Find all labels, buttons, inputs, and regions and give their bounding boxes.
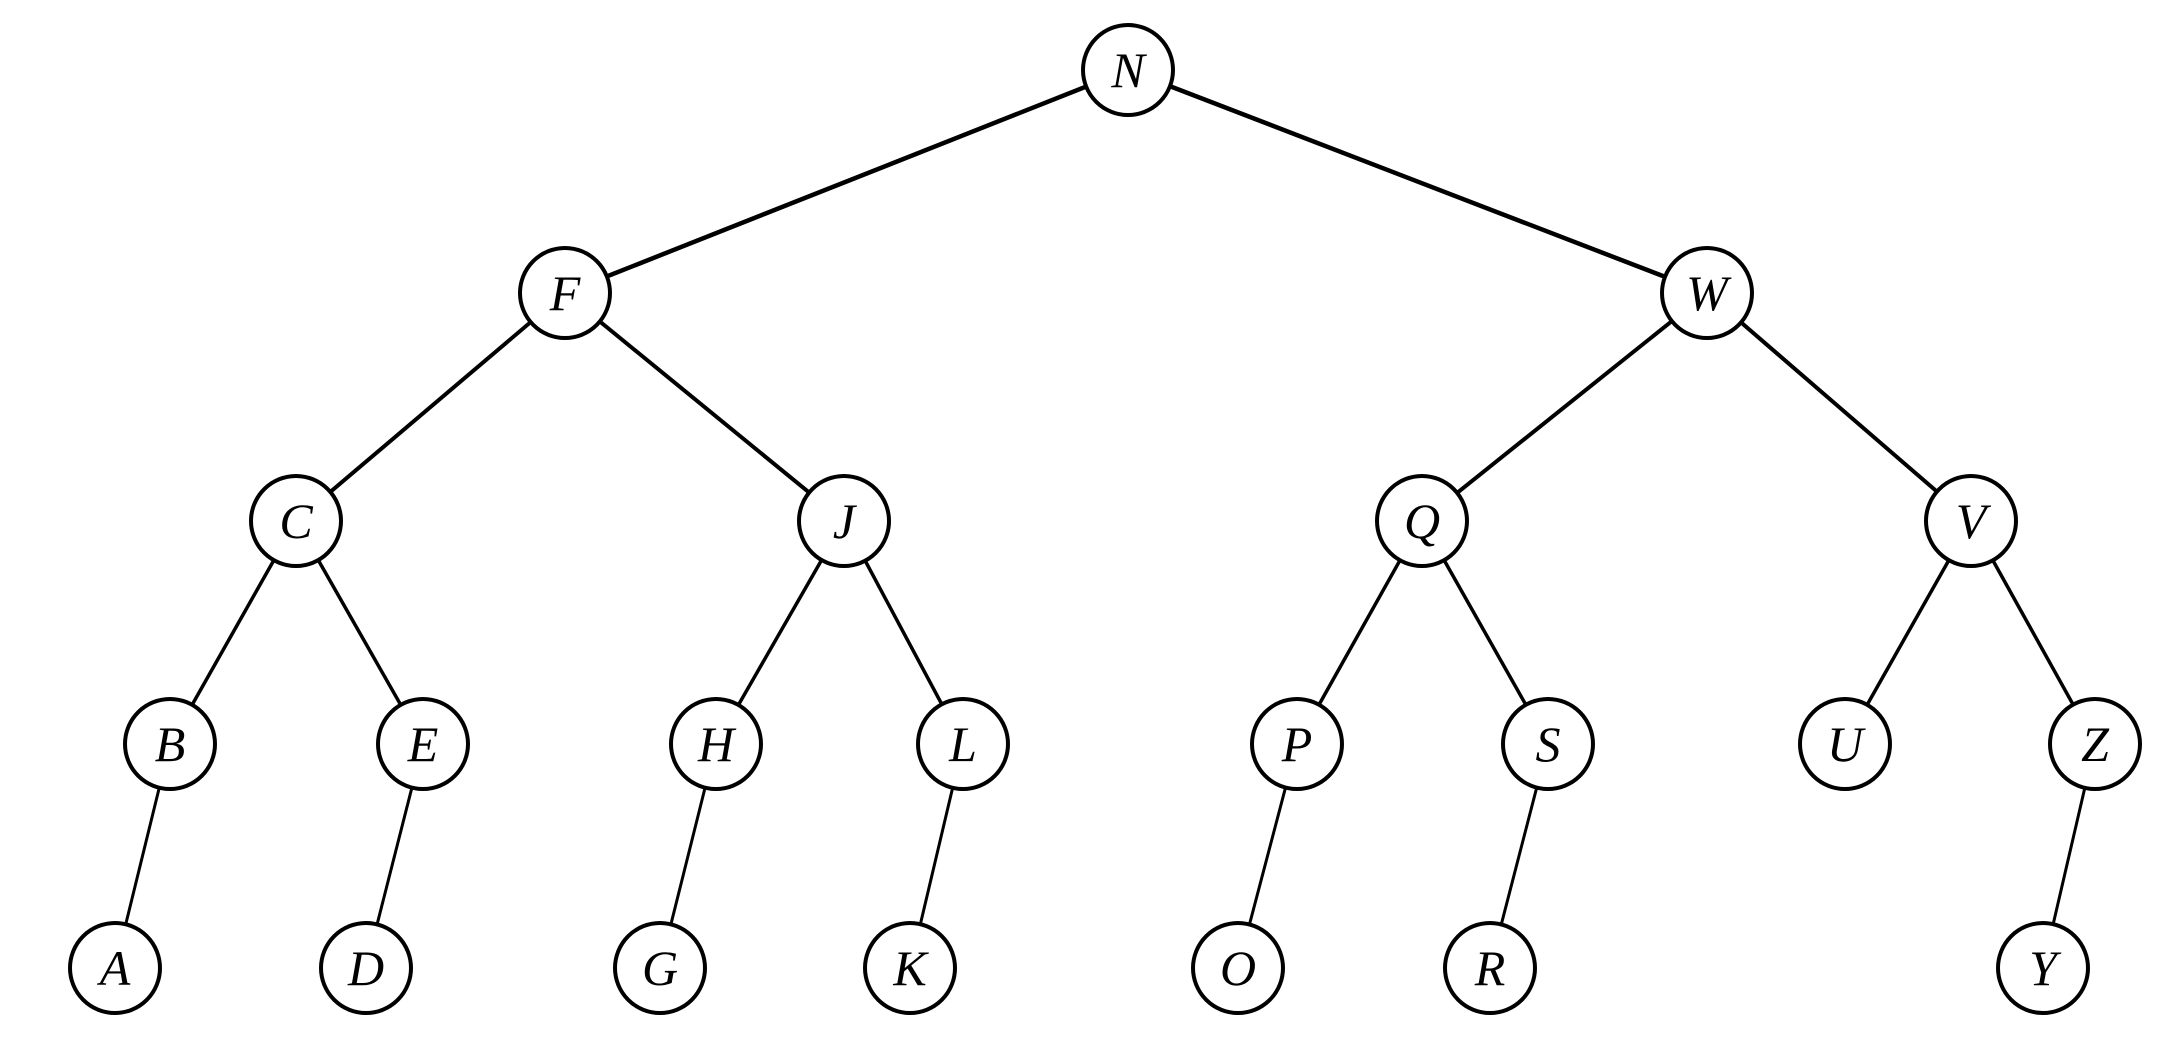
node-label-G: G bbox=[642, 940, 678, 996]
edges-layer bbox=[113, 67, 2097, 969]
node-label-O: O bbox=[1220, 940, 1256, 996]
tree-node-Y: Y bbox=[1996, 921, 2090, 1015]
node-circle-O bbox=[1191, 921, 1285, 1015]
node-circle-J bbox=[797, 474, 891, 568]
tree-node-U: U bbox=[1798, 697, 1892, 791]
node-label-U: U bbox=[1827, 716, 1866, 772]
node-circle-N bbox=[1081, 23, 1175, 117]
node-circle-G bbox=[613, 921, 707, 1015]
node-label-A: A bbox=[97, 940, 131, 996]
tree-node-J: J bbox=[797, 474, 891, 568]
node-circle-E bbox=[376, 697, 470, 791]
tree-node-Q: Q bbox=[1375, 474, 1469, 568]
node-circle-W bbox=[1660, 246, 1754, 340]
node-circle-D bbox=[319, 921, 413, 1015]
node-label-V: V bbox=[1956, 493, 1992, 549]
nodes-layer: N F W C J Q V B E H L P S U Z A D G K O R Y bbox=[68, 23, 2142, 1015]
node-label-N: N bbox=[1110, 42, 1147, 98]
node-label-K: K bbox=[892, 940, 929, 996]
node-label-H: H bbox=[697, 716, 737, 772]
node-circle-V bbox=[1924, 474, 2018, 568]
tree-node-A: A bbox=[68, 921, 162, 1015]
tree-edge-N-W bbox=[1127, 67, 1708, 296]
tree-node-C: C bbox=[249, 474, 343, 568]
node-circle-U bbox=[1798, 697, 1892, 791]
tree-node-O: O bbox=[1191, 921, 1285, 1015]
tree-edge-W-Q bbox=[1420, 291, 1709, 523]
tree-node-B: B bbox=[123, 697, 217, 791]
tree-edge-F-C bbox=[294, 291, 567, 523]
node-label-B: B bbox=[155, 716, 186, 772]
node-label-D: D bbox=[347, 940, 384, 996]
node-label-J: J bbox=[833, 493, 858, 549]
node-label-C: C bbox=[279, 493, 313, 549]
tree-node-K: K bbox=[863, 921, 957, 1015]
tree-node-L: L bbox=[916, 697, 1010, 791]
node-circle-S bbox=[1501, 697, 1595, 791]
node-label-L: L bbox=[948, 716, 977, 772]
node-circle-C bbox=[249, 474, 343, 568]
tree-edge-W-V bbox=[1705, 291, 1973, 523]
node-label-P: P bbox=[1281, 716, 1313, 772]
node-label-F: F bbox=[549, 265, 581, 321]
node-label-Q: Q bbox=[1404, 493, 1440, 549]
tree-node-P: P bbox=[1250, 697, 1344, 791]
tree-node-S: S bbox=[1501, 697, 1595, 791]
node-circle-R bbox=[1443, 921, 1537, 1015]
node-label-Z: Z bbox=[2081, 716, 2110, 772]
node-label-R: R bbox=[1474, 940, 1506, 996]
node-circle-P bbox=[1250, 697, 1344, 791]
tree-node-R: R bbox=[1443, 921, 1537, 1015]
tree-node-H: H bbox=[669, 697, 763, 791]
tree-node-E: E bbox=[376, 697, 470, 791]
node-circle-F bbox=[518, 246, 612, 340]
tree-node-V: V bbox=[1924, 474, 2018, 568]
node-circle-H bbox=[669, 697, 763, 791]
node-label-W: W bbox=[1686, 265, 1732, 321]
node-circle-B bbox=[123, 697, 217, 791]
node-circle-A bbox=[68, 921, 162, 1015]
tree-node-Z: Z bbox=[2048, 697, 2142, 791]
tree-node-G: G bbox=[613, 921, 707, 1015]
tree-node-F: F bbox=[518, 246, 612, 340]
tree-node-W: W bbox=[1660, 246, 1754, 340]
node-circle-K bbox=[863, 921, 957, 1015]
tree-node-D: D bbox=[319, 921, 413, 1015]
node-circle-Z bbox=[2048, 697, 2142, 791]
tree-node-N: N bbox=[1081, 23, 1175, 117]
node-circle-Q bbox=[1375, 474, 1469, 568]
tree-edge-F-J bbox=[563, 291, 846, 523]
node-label-E: E bbox=[407, 716, 439, 772]
node-label-S: S bbox=[1536, 716, 1561, 772]
node-circle-L bbox=[916, 697, 1010, 791]
tree-edge-N-F bbox=[564, 67, 1129, 296]
node-circle-Y bbox=[1996, 921, 2090, 1015]
node-label-Y: Y bbox=[2029, 940, 2062, 996]
